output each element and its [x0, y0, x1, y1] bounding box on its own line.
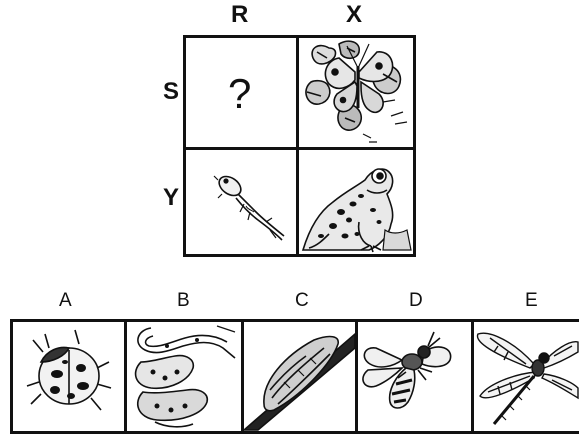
option-e[interactable] — [474, 322, 579, 431]
ladybug-icon — [13, 322, 124, 431]
butterfly-on-flower-icon — [299, 38, 413, 147]
column-label-r: R — [231, 3, 248, 27]
option-letter-c: C — [295, 291, 309, 311]
missing-cell-question-mark: ? — [228, 70, 251, 118]
tadpole-icon — [186, 150, 296, 254]
cell-s-r: ? — [186, 38, 296, 147]
row-label-y: Y — [163, 186, 179, 210]
option-c[interactable] — [244, 322, 355, 431]
cell-y-x — [299, 150, 413, 254]
option-letter-a: A — [59, 291, 72, 311]
option-b[interactable] — [127, 322, 241, 431]
cell-y-r — [186, 150, 296, 254]
option-letter-e: E — [525, 291, 538, 311]
option-a[interactable] — [13, 322, 124, 431]
cell-s-x — [299, 38, 413, 147]
option-d[interactable] — [358, 322, 471, 431]
column-label-x: X — [346, 3, 362, 27]
frog-icon — [299, 150, 413, 254]
cocoon-icon — [244, 322, 355, 431]
snake-icon — [127, 322, 241, 431]
row-label-s: S — [163, 80, 179, 104]
dragonfly-icon — [474, 322, 579, 431]
bee-icon — [358, 322, 471, 431]
option-letter-d: D — [409, 291, 423, 311]
option-letter-b: B — [177, 291, 190, 311]
